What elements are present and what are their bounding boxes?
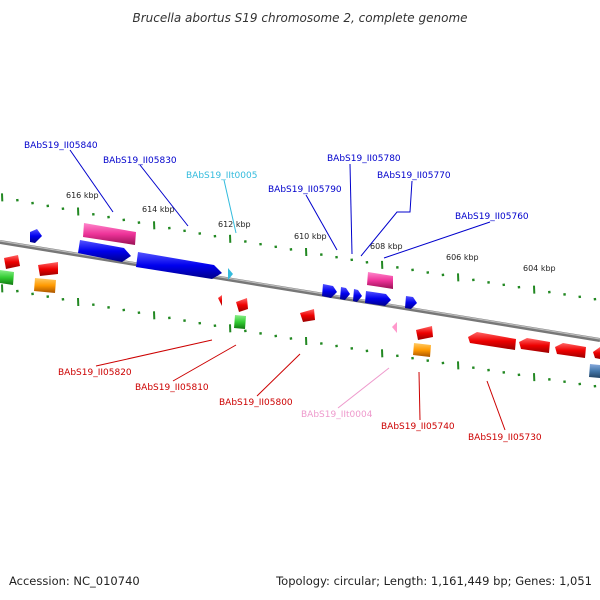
gene-arrow[interactable]	[555, 343, 586, 358]
reverse-strand-features	[0, 255, 600, 378]
gene-label-BAbS19_II05840[interactable]: BAbS19_II05840	[24, 141, 98, 151]
scale-track-top	[1, 193, 597, 301]
topology-summary-text: Topology: circular; Length: 1,161,449 bp…	[275, 574, 592, 588]
gene-label-BAbS19_II05820[interactable]: BAbS19_II05820	[58, 368, 132, 378]
gene-arrow[interactable]	[300, 309, 315, 322]
scale-label-606: 606 kbp	[446, 253, 479, 262]
scale-label-614: 614 kbp	[142, 205, 175, 214]
gene-label-BAbS19_II05810[interactable]: BAbS19_II05810	[135, 383, 209, 393]
trna-arrow[interactable]	[228, 268, 233, 280]
accession-text: Accession: NC_010740	[9, 574, 140, 588]
leader-lines-top	[69, 149, 491, 259]
rrna-block[interactable]	[83, 223, 136, 245]
gene-label-BAbS19_II05730[interactable]: BAbS19_II05730	[468, 433, 542, 443]
gene-arrow[interactable]	[353, 289, 362, 302]
leader-lines-bottom	[95, 339, 506, 431]
gene-block[interactable]	[589, 364, 600, 378]
gene-label-BAbS19_II05800[interactable]: BAbS19_II05800	[219, 398, 293, 408]
gene-arrow[interactable]	[365, 291, 391, 306]
gene-label-BAbS19_IIt0004[interactable]: BAbS19_IIt0004	[301, 410, 373, 420]
gene-block[interactable]	[34, 278, 56, 293]
forward-strand-features	[30, 223, 417, 309]
rrna-block[interactable]	[367, 272, 393, 289]
gene-block[interactable]	[0, 270, 14, 285]
gene-arrow[interactable]	[468, 332, 516, 350]
gene-label-BAbS19_II05830[interactable]: BAbS19_II05830	[103, 156, 177, 166]
scale-label-616: 616 kbp	[66, 191, 99, 200]
gene-arrow[interactable]	[236, 298, 248, 312]
gene-block[interactable]	[234, 315, 246, 329]
trna-arrow[interactable]	[392, 322, 397, 333]
map-title: Brucella abortus S19 chromosome 2, compl…	[132, 11, 467, 25]
gene-label-BAbS19_II05770[interactable]: BAbS19_II05770	[377, 171, 451, 181]
gene-arrow[interactable]	[593, 347, 600, 359]
gene-arrow[interactable]	[405, 296, 417, 309]
gene-label-BAbS19_IIt0005[interactable]: BAbS19_IIt0005	[186, 171, 257, 181]
gene-arrow[interactable]	[340, 287, 350, 300]
gene-block[interactable]	[413, 343, 431, 357]
scale-label-610: 610 kbp	[294, 232, 327, 241]
gene-arrow[interactable]	[38, 262, 58, 276]
gene-arrow[interactable]	[78, 240, 131, 262]
gene-arrow[interactable]	[322, 284, 337, 298]
gene-label-BAbS19_II05760[interactable]: BAbS19_II05760	[455, 212, 529, 222]
gene-label-BAbS19_II05780[interactable]: BAbS19_II05780	[327, 154, 401, 164]
gene-arrow[interactable]	[519, 338, 550, 353]
gene-arrow[interactable]	[416, 326, 433, 340]
gene-label-BAbS19_II05790[interactable]: BAbS19_II05790	[268, 185, 342, 195]
gene-arrow[interactable]	[218, 295, 222, 306]
gene-arrow[interactable]	[4, 255, 20, 269]
gene-label-BAbS19_II05740[interactable]: BAbS19_II05740	[381, 422, 455, 432]
chromosome-backbone	[0, 240, 600, 342]
gene-arrow[interactable]	[30, 229, 42, 243]
scale-label-608: 608 kbp	[370, 242, 403, 251]
gene-arrow[interactable]	[136, 252, 222, 279]
scale-label-604: 604 kbp	[523, 264, 556, 273]
scale-track-bottom	[1, 284, 597, 388]
